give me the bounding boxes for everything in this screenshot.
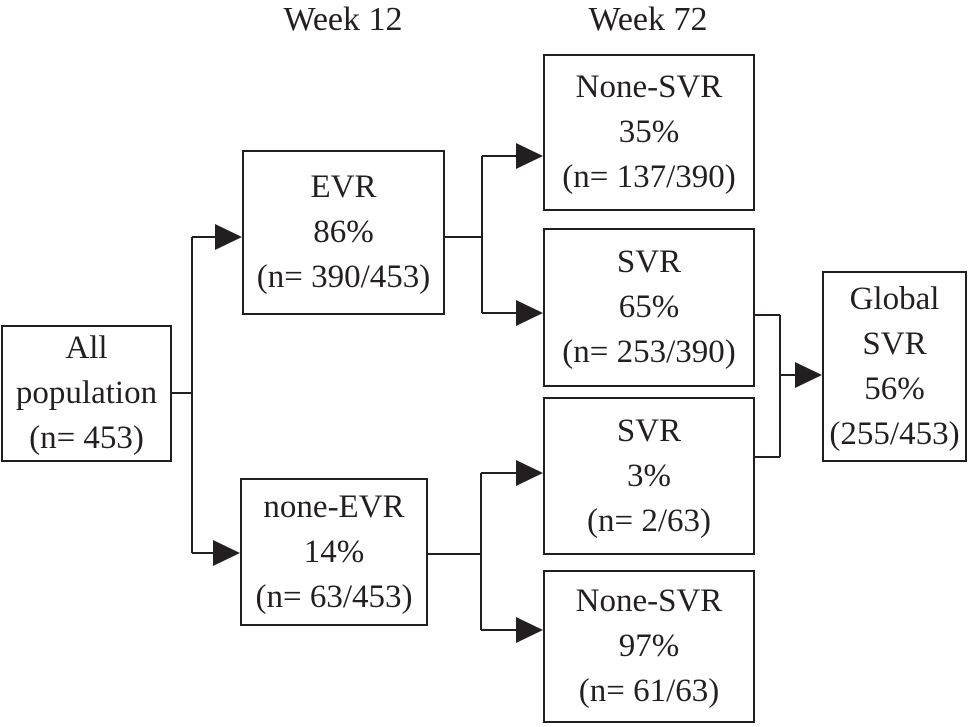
node-svr-evr: SVR 65% (n= 253/390): [543, 228, 755, 387]
node-text-line: None-SVR: [575, 583, 723, 619]
node-text-line: 3%: [627, 457, 671, 494]
node-none-evr: none-EVR 14% (n= 63/453): [240, 478, 428, 626]
node-text-line: (n= 137/390): [562, 159, 736, 195]
arrowhead: [516, 300, 543, 326]
arrowhead: [213, 540, 240, 566]
arrowhead: [516, 143, 543, 169]
connector-all-population-split: [172, 237, 193, 553]
header-week-12: Week 12: [283, 1, 403, 38]
node-text-line: none-EVR: [263, 488, 405, 525]
node-text-line: SVR: [616, 412, 682, 449]
connector-line: [445, 156, 483, 313]
node-text-line: SVR: [862, 325, 927, 362]
node-text-line: All: [65, 330, 108, 366]
arrowhead: [215, 224, 242, 250]
arrowhead: [795, 362, 822, 388]
node-text-line: (n= 390/453): [256, 259, 431, 295]
node-text-line: Global: [849, 280, 940, 317]
header-week-72: Week 72: [588, 1, 708, 38]
node-text-line: None-SVR: [575, 69, 723, 105]
arrow-none-evr-to-svr: [481, 460, 543, 486]
node-text-line: population: [15, 375, 158, 411]
node-text-line: 14%: [303, 533, 365, 570]
arrow-all-population-to-none-evr: [192, 540, 240, 566]
node-text-line: 97%: [618, 628, 680, 664]
node-text-line: (n= 453): [29, 420, 144, 456]
arrowhead: [516, 617, 543, 643]
node-all-population: All population (n= 453): [1, 325, 172, 462]
node-text-line: (n= 2/63): [586, 502, 711, 539]
node-text-line: 65%: [618, 289, 680, 325]
connector-svr-merge-bracket: [755, 314, 781, 458]
connector-line: [428, 473, 482, 630]
connector-line: [172, 237, 193, 553]
node-text-line: (n= 63/453): [255, 578, 413, 615]
arrow-none-evr-to-none-svr: [481, 617, 543, 643]
node-text-line: 35%: [618, 114, 680, 150]
connector-none-evr-split: [428, 473, 482, 630]
arrow-all-population-to-evr: [192, 224, 242, 250]
arrow-merge-to-global-svr: [780, 362, 822, 388]
node-text-line: (255/453): [829, 415, 960, 452]
arrow-evr-to-none-svr: [482, 143, 543, 169]
connector-evr-split: [445, 156, 483, 313]
node-evr: EVR 86% (n= 390/453): [242, 150, 445, 315]
node-none-svr-evr: None-SVR 35% (n= 137/390): [543, 54, 755, 211]
node-text-line: 86%: [313, 214, 374, 250]
node-text-line: (n= 61/63): [578, 673, 720, 709]
node-text-line: EVR: [310, 169, 377, 205]
arrowhead: [516, 460, 543, 486]
connector-line: [755, 314, 781, 458]
node-global-svr: Global SVR 56% (255/453): [822, 271, 967, 462]
node-text-line: 56%: [864, 370, 925, 407]
arrow-evr-to-svr: [482, 300, 543, 326]
node-text-line: SVR: [616, 244, 682, 280]
node-none-svr-none-evr: None-SVR 97% (n= 61/63): [543, 570, 755, 723]
node-svr-none-evr: SVR 3% (n= 2/63): [543, 397, 755, 555]
node-text-line: (n= 253/390): [562, 334, 736, 370]
